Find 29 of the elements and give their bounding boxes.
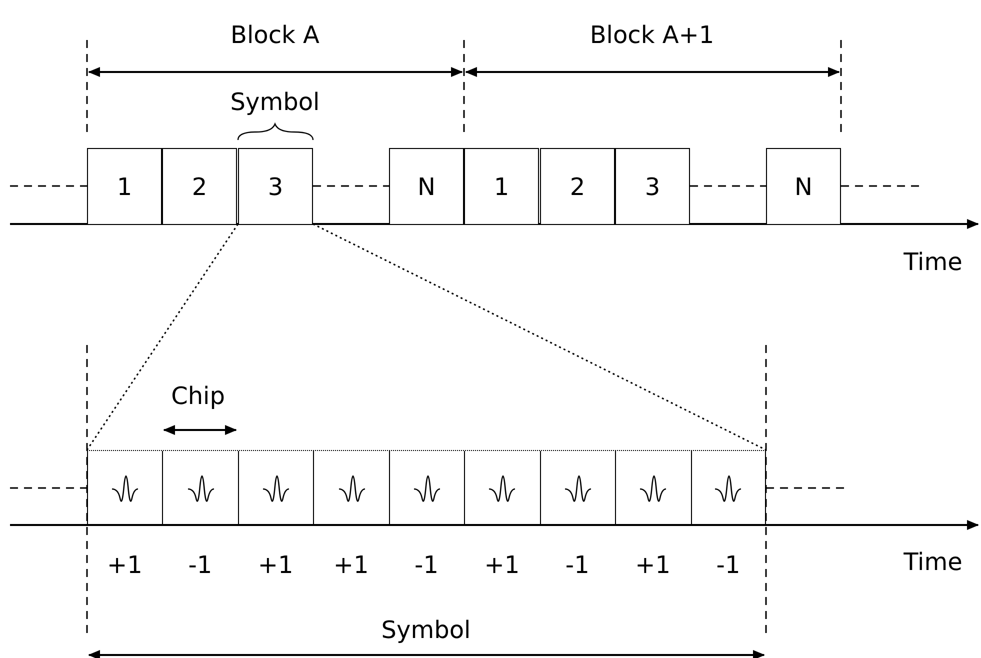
symbol-box: 2	[162, 148, 237, 224]
chip-value: +1	[107, 551, 142, 579]
symbol-box: N	[766, 148, 841, 224]
symbol-box: 3	[615, 148, 690, 224]
signal-line	[313, 185, 389, 187]
symbol-box: N	[389, 148, 464, 224]
chip-value: -1	[414, 551, 438, 579]
chip-value: -1	[565, 551, 590, 579]
symbol-box: 2	[540, 148, 615, 224]
chip-label: Chip	[171, 382, 225, 410]
chip-value: +1	[258, 551, 294, 579]
block-label: Block A+1	[590, 21, 714, 49]
symbol-label: Symbol	[230, 88, 320, 116]
axis-label: Time	[904, 548, 962, 576]
axis-label: Time	[904, 248, 962, 276]
zoom-line	[86, 224, 239, 450]
symbol-box: 1	[464, 148, 539, 224]
signal-line	[690, 185, 766, 187]
symbol-region	[87, 450, 766, 525]
chip-value: -1	[188, 551, 212, 579]
chip-value: -1	[716, 551, 740, 579]
symbol-box: 1	[87, 148, 162, 224]
zoom-line	[312, 223, 766, 451]
chip-value: +1	[333, 551, 369, 579]
block-label: Block A	[230, 21, 320, 49]
symbol-label: Symbol	[381, 616, 471, 644]
symbol-box: 3	[238, 148, 313, 224]
chip-value: +1	[484, 551, 520, 579]
chip-value: +1	[635, 551, 671, 579]
